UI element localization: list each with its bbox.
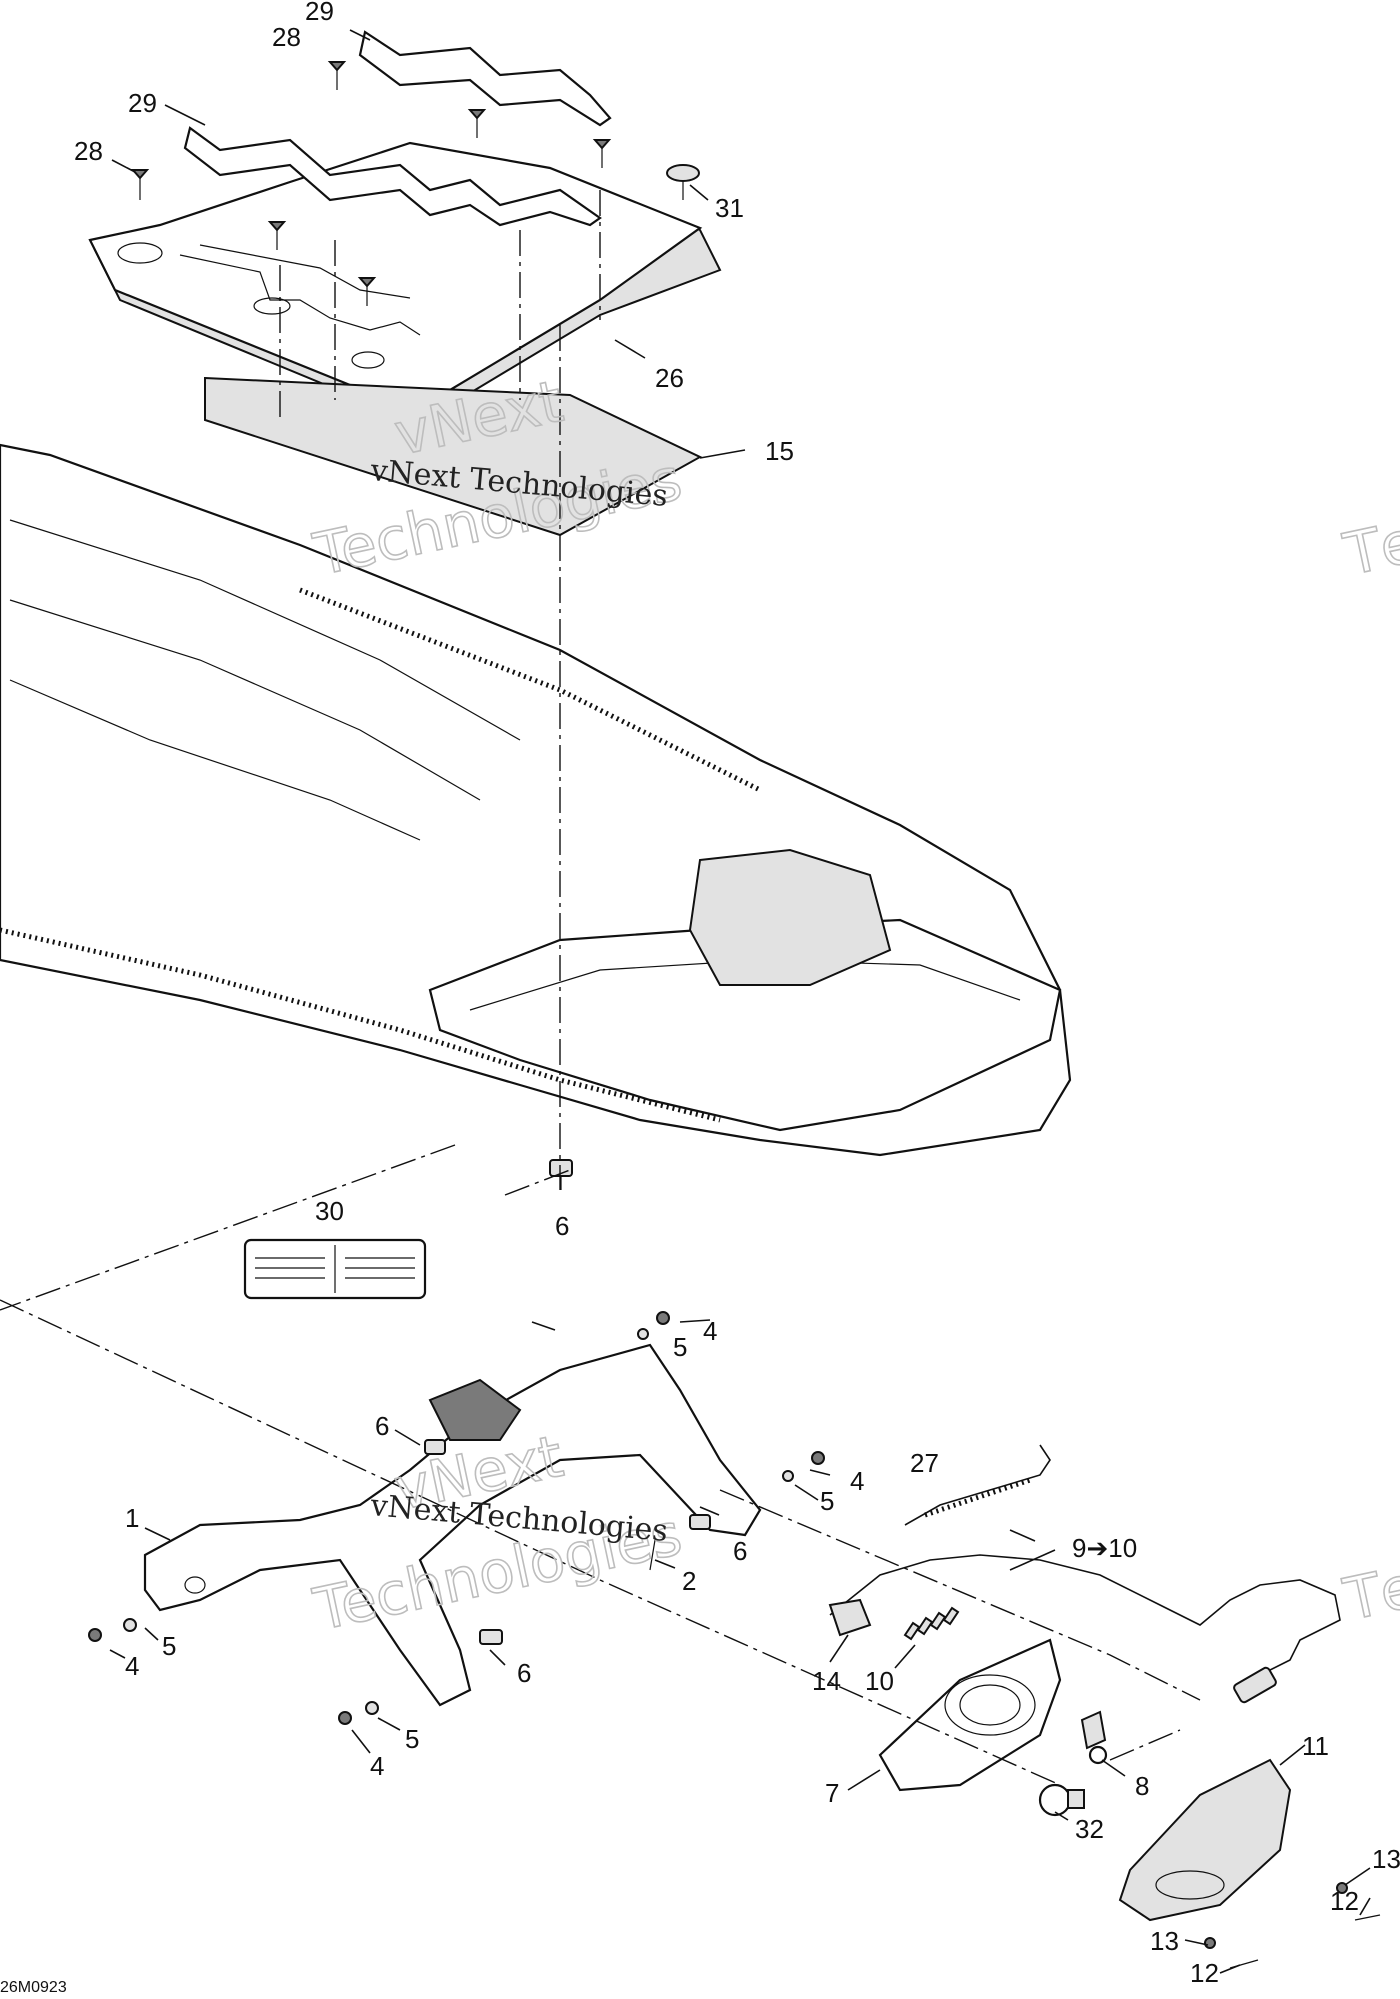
callout-12-bottom: 12 [1190, 1958, 1219, 1988]
callout-5-mid: 5 [820, 1486, 834, 1516]
callout-4-bottom: 4 [370, 1751, 384, 1781]
callout-8: 8 [1135, 1771, 1149, 1801]
callout-26: 26 [655, 363, 684, 393]
callout-31: 31 [715, 193, 744, 223]
lens-11 [1118, 1758, 1292, 1922]
spacer-29-lower [183, 126, 602, 227]
clip-27 [904, 1444, 1051, 1526]
pad-15 [204, 376, 703, 537]
callout-6-bottom: 6 [517, 1658, 531, 1688]
callout-5-bottom: 5 [405, 1724, 419, 1754]
callout-13-right: 13 [1372, 1844, 1400, 1874]
callout-29-lower: 29 [128, 88, 157, 118]
watermark-edge-2: Tе [1338, 1552, 1400, 1634]
callout-2: 2 [682, 1566, 696, 1596]
callout-12-right: 12 [1330, 1886, 1359, 1916]
callout-6-mid: 6 [733, 1536, 747, 1566]
socket-8 [1080, 1710, 1108, 1765]
tunnel-chassis [0, 443, 1072, 1157]
wiring-harness-9 [828, 1554, 1341, 1704]
callout-15: 15 [765, 436, 794, 466]
spacer-29-upper [358, 30, 612, 127]
fasteners [88, 1159, 1381, 1969]
callout-5-top: 5 [673, 1332, 687, 1362]
callout-4-left: 4 [125, 1651, 139, 1681]
callout-10: 10 [865, 1666, 894, 1696]
assembly-lines [0, 190, 1201, 1786]
callout-28-upper: 28 [272, 22, 301, 52]
callout-30: 30 [315, 1196, 344, 1226]
callout-4-top: 4 [703, 1316, 717, 1346]
callout-32: 32 [1075, 1814, 1104, 1844]
callout-29-upper: 29 [305, 0, 334, 26]
figure-code: 26M0923 [0, 1979, 67, 1996]
callout-11: 11 [1302, 1731, 1329, 1761]
callout-27: 27 [910, 1448, 939, 1478]
callout-5-left: 5 [162, 1631, 176, 1661]
push-rivet-31 [666, 164, 700, 200]
callout-9-to-10: 9➔10 [1072, 1533, 1137, 1563]
callout-7: 7 [825, 1778, 839, 1808]
leader-lines [109, 29, 1371, 1974]
callout-6-center: 6 [555, 1211, 569, 1241]
warning-decal-30 [243, 1238, 427, 1300]
taillight-housing-7 [878, 1638, 1062, 1792]
callout-28-lower: 28 [74, 136, 103, 166]
callout-4-mid: 4 [850, 1466, 864, 1496]
callout-14: 14 [812, 1666, 841, 1696]
callout-13-bottom: 13 [1150, 1926, 1179, 1956]
bulb-32 [1038, 1783, 1085, 1817]
terminals-10 [903, 1606, 960, 1641]
watermark-edge-1: Tе [1338, 507, 1400, 589]
screws-28 [130, 61, 612, 306]
callout-1: 1 [125, 1503, 139, 1533]
callout-6-left: 6 [375, 1411, 389, 1441]
